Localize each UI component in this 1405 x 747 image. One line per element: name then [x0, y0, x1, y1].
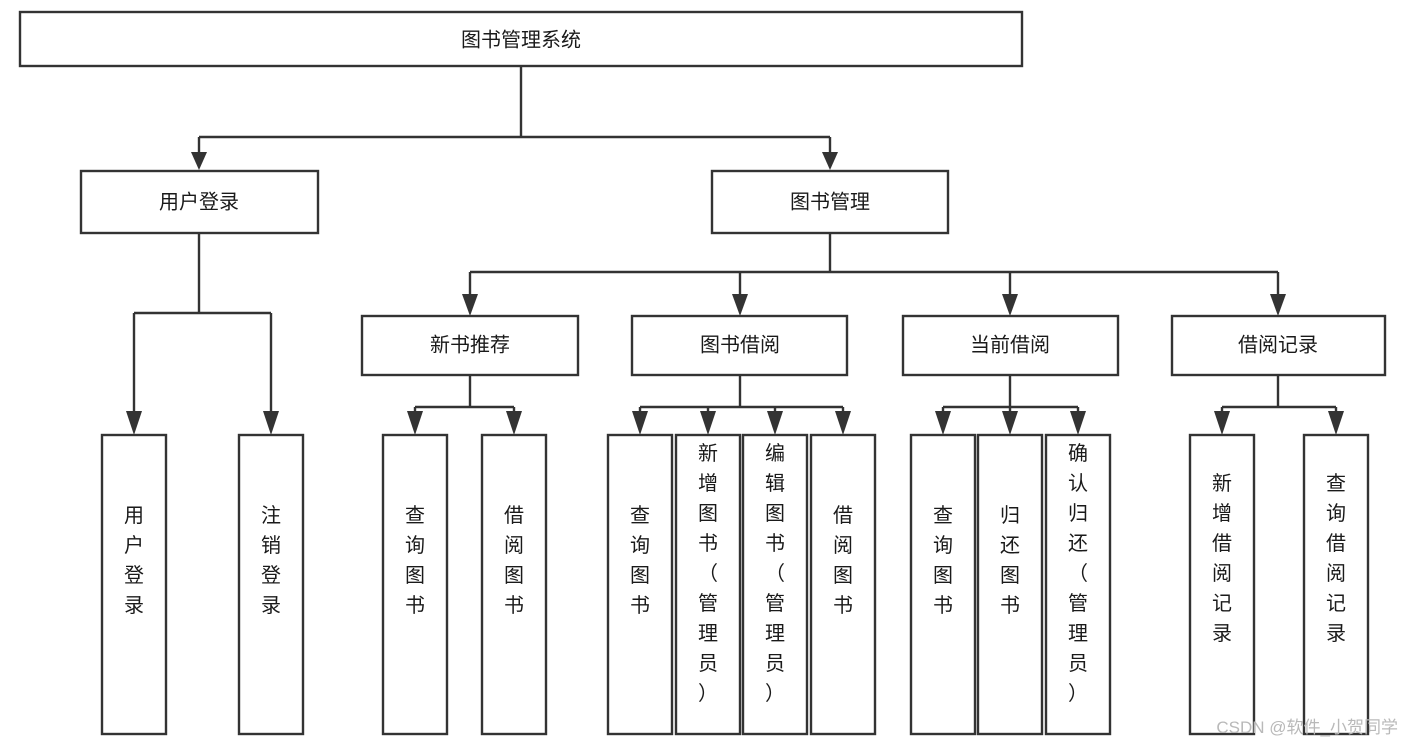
node-book-borrow[interactable]: 图书借阅 [630, 314, 849, 377]
node-book-borrow-label: 图书借阅 [700, 333, 780, 356]
node-leaf-logout-label: 注销登录 [261, 504, 281, 617]
arrow-head-leaf-return-book [1002, 411, 1018, 435]
arrow-head-leaf-confirm-return [1070, 411, 1086, 435]
arrow-head-book-manage [822, 152, 838, 170]
node-leaf-query-book-2-label: 查询图书 [630, 504, 650, 617]
node-leaf-add-book[interactable]: 新增图书（管理员） [674, 433, 742, 736]
node-leaf-add-record-label: 新增借阅记录 [1212, 472, 1232, 645]
arrow-head-leaf-add-record [1214, 411, 1230, 435]
node-book-borrow-box[interactable] [630, 314, 849, 377]
node-leaf-query-book-1-label: 查询图书 [405, 504, 425, 617]
node-leaf-query-record-label: 查询借阅记录 [1326, 472, 1346, 645]
node-user-login[interactable]: 用户登录 [79, 169, 320, 235]
node-leaf-borrow-book-2-label: 借阅图书 [833, 504, 853, 617]
arrow-head-leaf-query-book-3 [935, 411, 951, 435]
node-borrow-record[interactable]: 借阅记录 [1170, 314, 1387, 377]
arrow-head-leaf-edit-book [767, 411, 783, 435]
watermark-text: CSDN @软件_小贺同学 [1216, 718, 1398, 737]
arrow-head-current-borrow [1002, 294, 1018, 316]
arrow-head-leaf-query-record [1328, 411, 1344, 435]
node-leaf-logout-box[interactable] [237, 433, 305, 736]
node-leaf-query-record[interactable]: 查询借阅记录 [1302, 433, 1370, 736]
node-current-borrow-label: 当前借阅 [970, 333, 1050, 356]
node-book-manage[interactable]: 图书管理 [710, 169, 950, 235]
arrow-head-leaf-query-book-2 [632, 411, 648, 435]
node-leaf-edit-book[interactable]: 编辑图书（管理员） [741, 433, 809, 736]
node-book-manage-box[interactable] [710, 169, 950, 235]
node-leaf-edit-book-box[interactable] [741, 433, 809, 736]
node-leaf-borrow-book-2[interactable]: 借阅图书 [809, 433, 877, 736]
node-current-borrow-box[interactable] [901, 314, 1120, 377]
node-leaf-logout[interactable]: 注销登录 [237, 433, 305, 736]
node-leaf-query-book-1[interactable]: 查询图书 [381, 433, 449, 736]
node-leaf-query-record-box[interactable] [1302, 433, 1370, 736]
node-leaf-confirm-return-label: 确认归还（管理员） [1068, 442, 1088, 705]
node-leaf-add-record-box[interactable] [1188, 433, 1256, 736]
node-current-borrow[interactable]: 当前借阅 [901, 314, 1120, 377]
node-leaf-return-book-label: 归还图书 [1000, 504, 1020, 617]
node-leaf-user-login-label: 用户登录 [124, 505, 144, 617]
node-leaf-query-book-3-box[interactable] [909, 433, 977, 736]
node-leaf-confirm-return-box[interactable] [1044, 433, 1112, 736]
node-user-login-label: 用户登录 [159, 190, 239, 213]
connector-layer [126, 66, 1344, 435]
node-leaf-query-book-3-label: 查询图书 [933, 504, 953, 617]
arrow-head-leaf-user-login [126, 411, 142, 435]
node-leaf-borrow-book-1-label: 借阅图书 [504, 504, 524, 617]
node-leaf-query-book-2-box[interactable] [606, 433, 674, 736]
node-root[interactable]: 图书管理系统 [18, 10, 1024, 68]
arrow-head-leaf-add-book [700, 411, 716, 435]
node-leaf-borrow-book-2-box[interactable] [809, 433, 877, 736]
node-leaf-edit-book-label: 编辑图书（管理员） [765, 442, 785, 705]
arrow-head-leaf-query-book-1 [407, 411, 423, 435]
arrow-head-leaf-borrow-book-2 [835, 411, 851, 435]
node-leaf-query-book-2[interactable]: 查询图书 [606, 433, 674, 736]
node-leaf-borrow-book-1-box[interactable] [480, 433, 548, 736]
node-leaf-user-login-box[interactable] [100, 433, 168, 736]
node-root-box[interactable] [18, 10, 1024, 68]
arrow-head-leaf-borrow-book-1 [506, 411, 522, 435]
node-book-manage-label: 图书管理 [790, 190, 870, 213]
node-leaf-query-book-3[interactable]: 查询图书 [909, 433, 977, 736]
arrow-head-book-borrow [732, 294, 748, 316]
node-borrow-record-label: 借阅记录 [1238, 333, 1318, 356]
node-leaf-confirm-return[interactable]: 确认归还（管理员） [1044, 433, 1112, 736]
node-leaf-user-login[interactable]: 用户登录 [100, 433, 168, 736]
node-new-book-rec[interactable]: 新书推荐 [360, 314, 580, 377]
arrow-head-borrow-record [1270, 294, 1286, 316]
arrow-head-new-book-rec [462, 294, 478, 316]
node-leaf-borrow-book-1[interactable]: 借阅图书 [480, 433, 548, 736]
node-borrow-record-box[interactable] [1170, 314, 1387, 377]
node-leaf-add-record[interactable]: 新增借阅记录 [1188, 433, 1256, 736]
node-leaf-add-book-box[interactable] [674, 433, 742, 736]
arrow-head-leaf-logout [263, 411, 279, 435]
arrow-head-user-login [191, 152, 207, 170]
node-leaf-add-book-label: 新增图书（管理员） [698, 442, 718, 705]
node-leaf-return-book[interactable]: 归还图书 [976, 433, 1044, 736]
node-leaf-return-book-box[interactable] [976, 433, 1044, 736]
node-user-login-box[interactable] [79, 169, 320, 235]
node-new-book-rec-label: 新书推荐 [430, 333, 510, 356]
node-new-book-rec-box[interactable] [360, 314, 580, 377]
node-root-label: 图书管理系统 [461, 28, 581, 51]
node-leaf-query-book-1-box[interactable] [381, 433, 449, 736]
